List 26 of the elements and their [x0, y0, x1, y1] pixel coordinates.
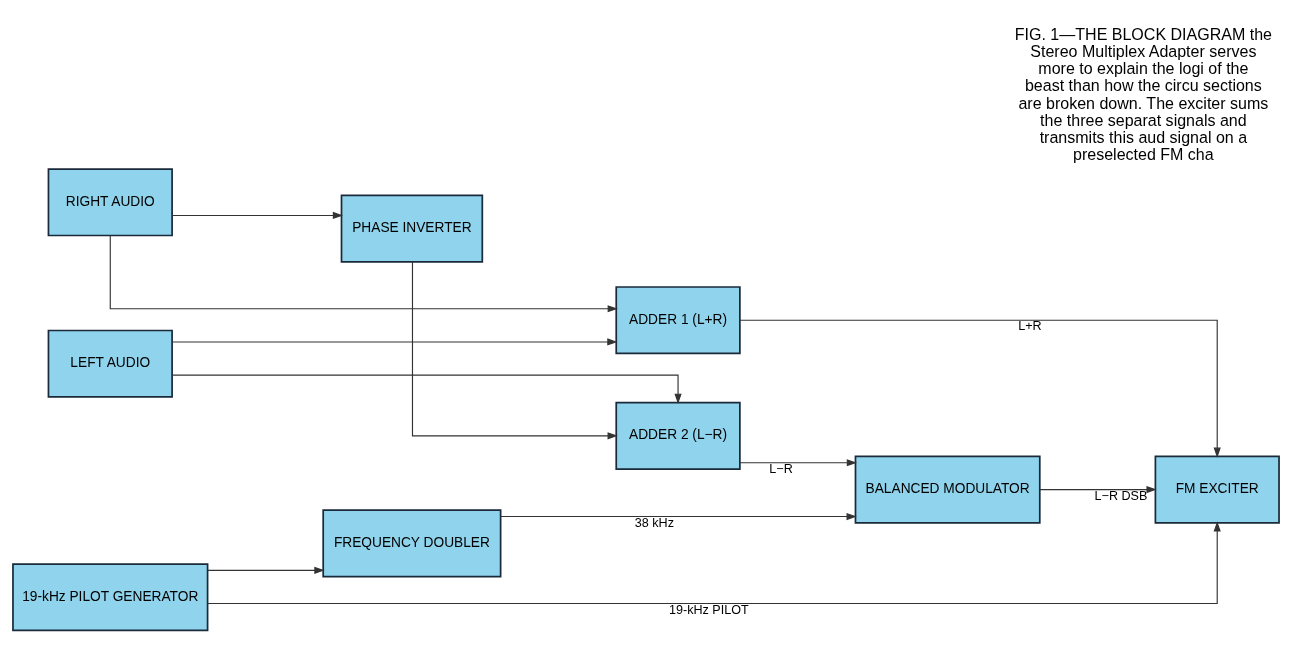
node-box: FM EXCITER: [1154, 455, 1280, 524]
node-box: 19-kHz PILOT GENERATOR: [12, 562, 209, 631]
edge-label: 38 kHz: [634, 515, 674, 530]
node-box: ADDER 1 (L+R): [615, 285, 741, 354]
arrow: [171, 374, 682, 404]
node-box: PHASE INVERTER: [340, 194, 484, 263]
node-box: LEFT AUDIO: [47, 329, 173, 398]
node-box: FREQUENCY DOUBLER: [322, 508, 502, 577]
arrow: [109, 234, 618, 312]
arrow: [207, 566, 325, 574]
edge-label: 19-kHz PILOT: [669, 602, 749, 617]
arrow: [500, 512, 857, 520]
node-box: RIGHT AUDIO: [47, 167, 173, 236]
node-box: BALANCED MODULATOR: [854, 455, 1041, 524]
arrow: [207, 520, 1221, 604]
arrow: [1039, 485, 1157, 493]
edge-label: L−R DSB: [1094, 488, 1148, 503]
arrow: [739, 319, 1221, 458]
arrow: [171, 337, 618, 346]
arrow: [739, 458, 858, 466]
edge-label: L−R: [769, 461, 793, 476]
arrow: [411, 260, 618, 439]
edge-label: L+R: [1018, 318, 1042, 333]
caption: FIG. 1—THE BLOCK DIAGRAM the Stereo Multiplex Adapter serves more to explain the logi of the beast than how the circu sections are broken down. The exciter sums the three separat signals and transmits this aud signal on a preselected FM cha: [1014, 24, 1272, 163]
arrow: [171, 211, 344, 219]
node-box: ADDER 2 (L−R): [615, 401, 741, 470]
